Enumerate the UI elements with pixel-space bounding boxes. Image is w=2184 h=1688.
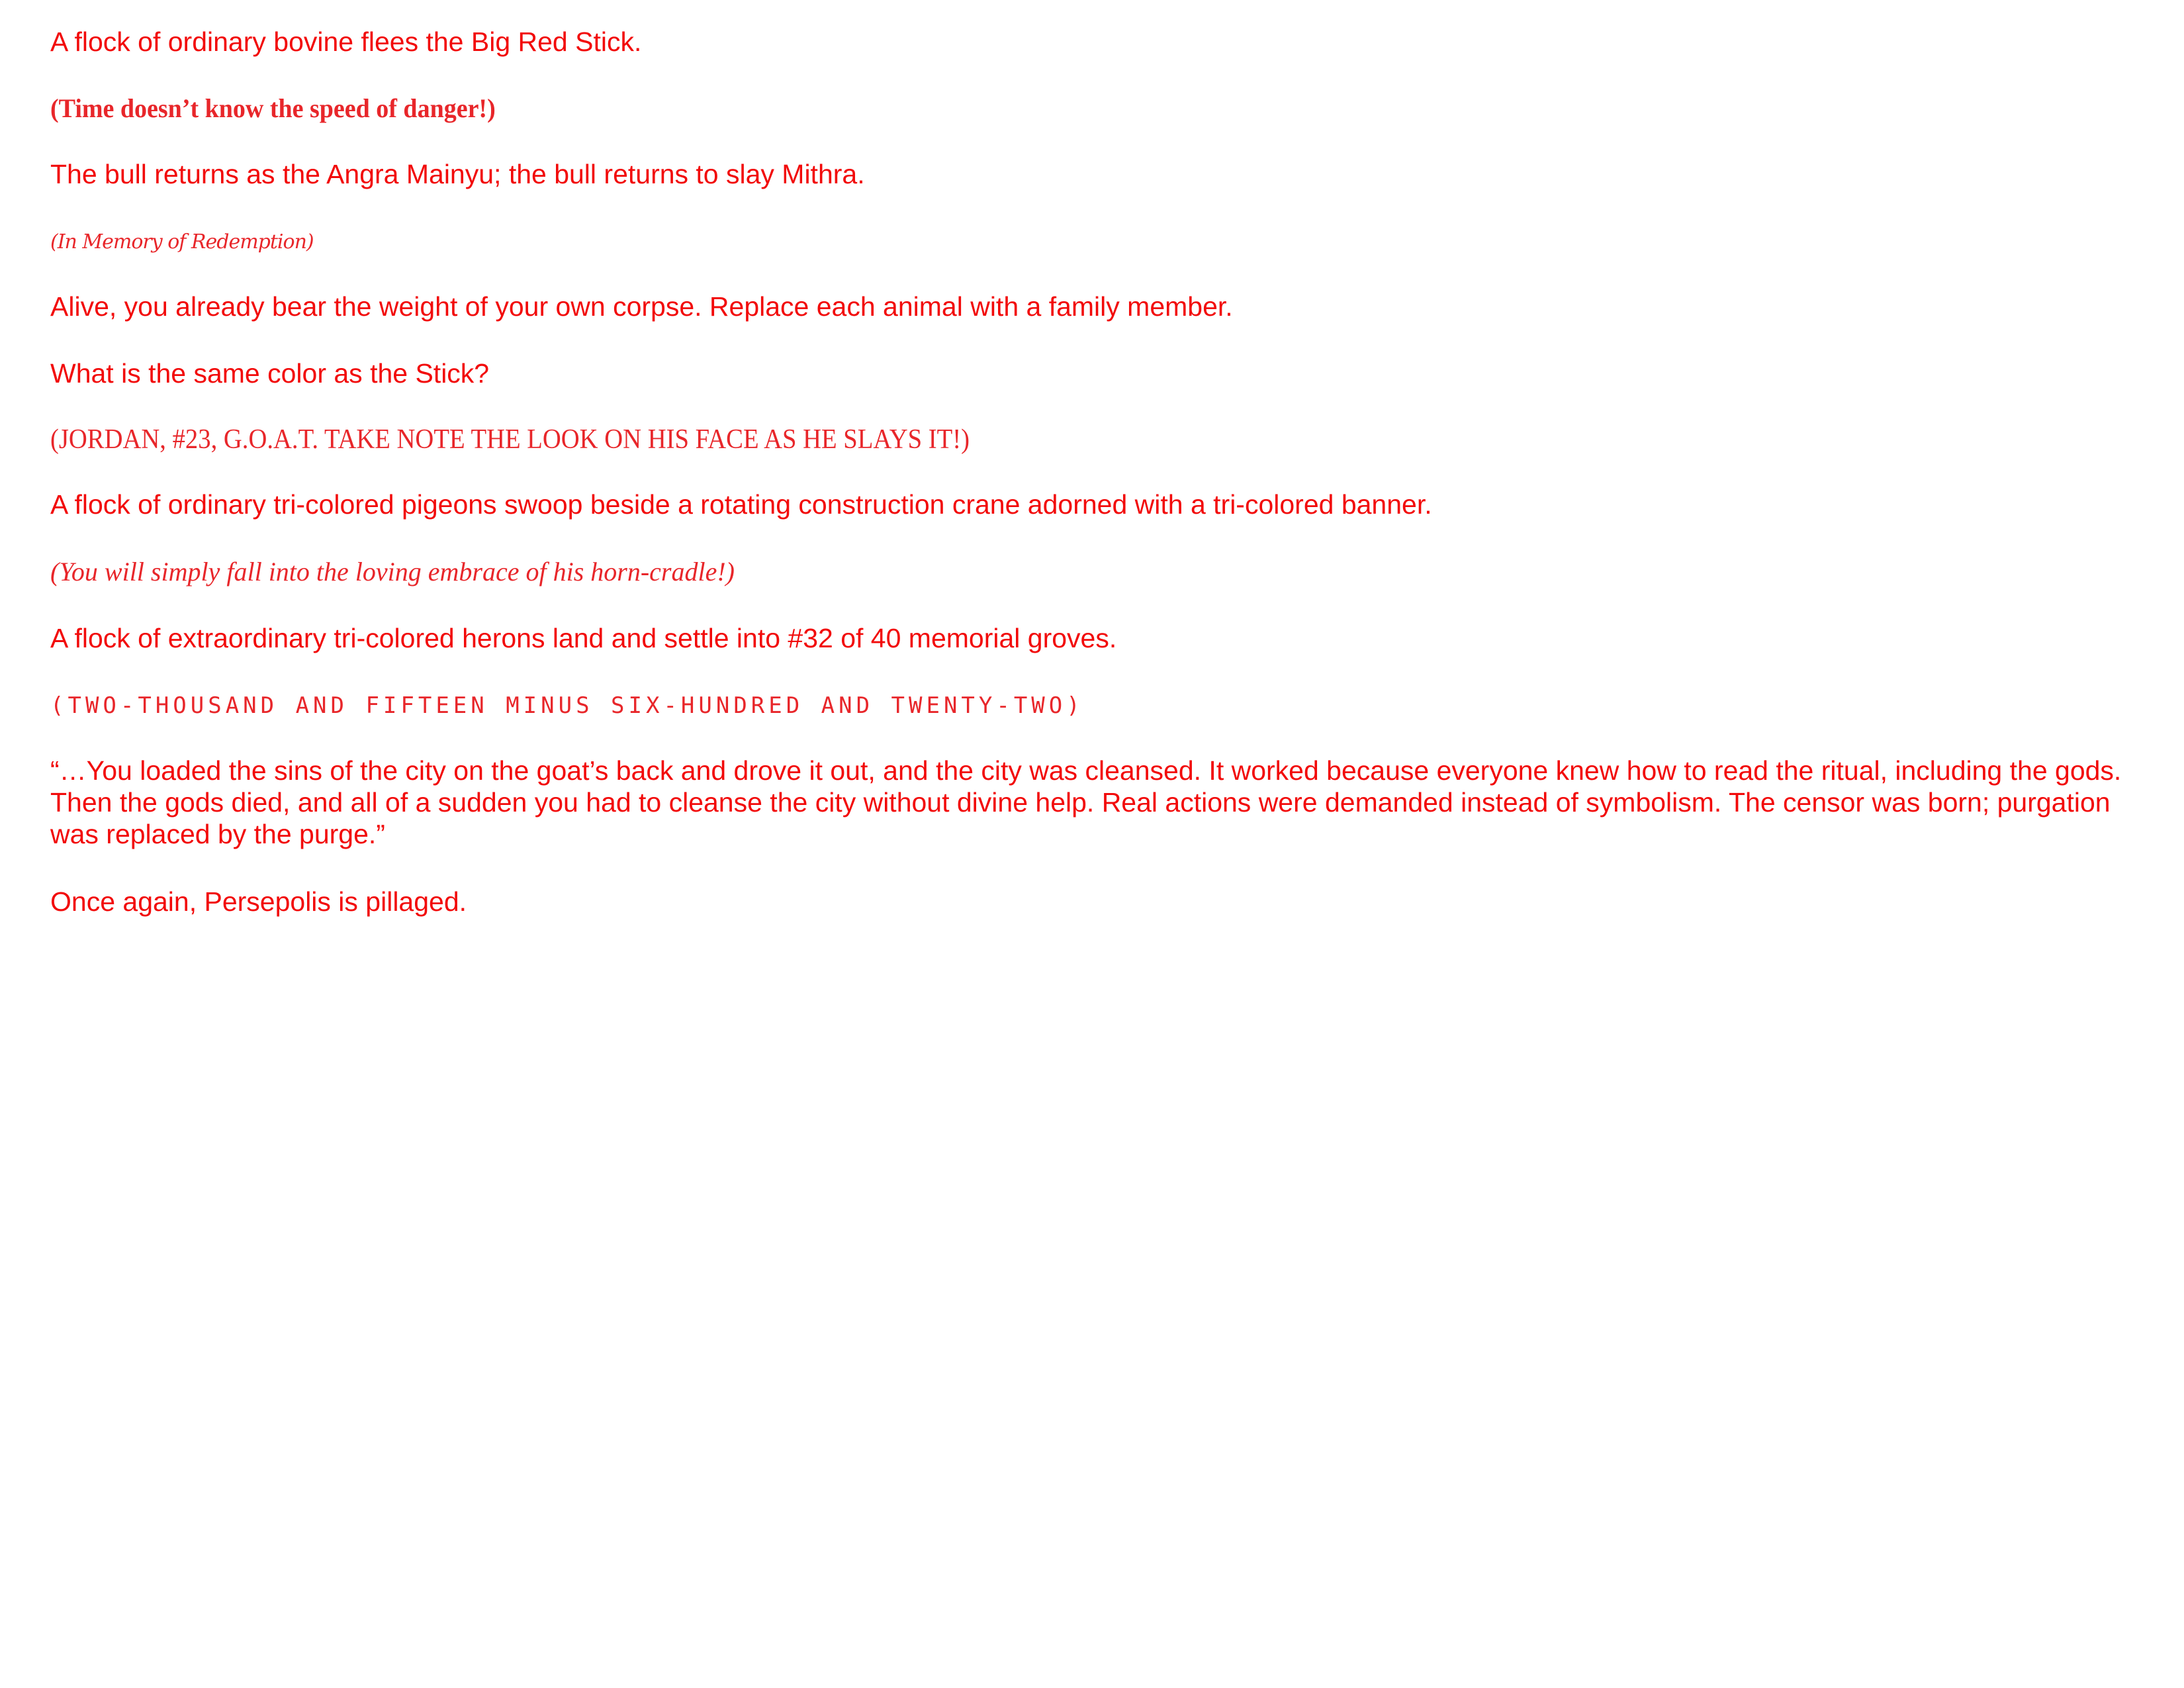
line-in-memory: (In Memory of Redemption) [50,230,314,254]
line-pigeons: A flock of ordinary tri-colored pigeons … [50,489,1432,520]
line-two-thousand: (TWO-THOUSAND AND FIFTEEN MINUS SIX-HUND… [50,692,1084,719]
line-jordan: (JORDAN, #23, G.O.A.T. TAKE NOTE THE LOO… [50,424,970,455]
line-persepolis: Once again, Persepolis is pillaged. [50,886,467,917]
line-horn-cradle: (You will simply fall into the loving em… [50,557,735,586]
line-bull-returns: The bull returns as the Angra Mainyu; th… [50,159,865,189]
line-alive: Alive, you already bear the weight of yo… [50,291,1233,322]
line-bovine: A flock of ordinary bovine flees the Big… [50,26,642,57]
line-herons: A flock of extraordinary tri-colored her… [50,623,1117,653]
quote-paragraph: “…You loaded the sins of the city on the… [50,755,2122,849]
line-same-color: What is the same color as the Stick? [50,358,490,389]
line-time-danger: (Time doesn’t know the speed of danger!) [50,93,496,123]
